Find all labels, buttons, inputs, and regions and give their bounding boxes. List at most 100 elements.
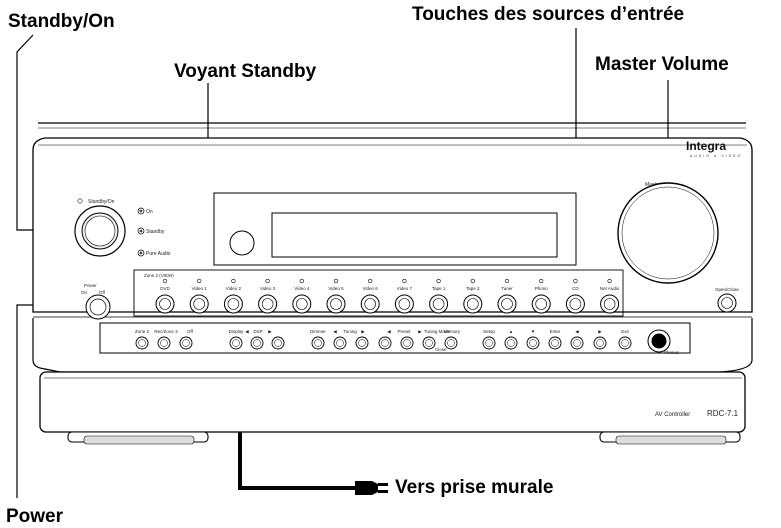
lower-button-label: Tuning bbox=[343, 329, 357, 334]
lower-button-label: ◀ bbox=[333, 329, 337, 334]
source-label: Net Audio bbox=[600, 286, 620, 291]
lower-button-label: Tuning Mode bbox=[424, 329, 451, 334]
callout-voyant-standby: Voyant Standby bbox=[174, 61, 317, 82]
source-led bbox=[573, 278, 578, 284]
lower-button-label: Off bbox=[187, 329, 194, 334]
open-close-button[interactable] bbox=[717, 293, 737, 313]
source-led bbox=[368, 278, 373, 284]
lower-button-label: Exit bbox=[621, 329, 629, 334]
callout-standby-on: Standby/On bbox=[8, 11, 115, 32]
source-label: Video 6 bbox=[363, 286, 379, 291]
lower-button-label: ◀ bbox=[387, 329, 391, 334]
source-label: Video 5 bbox=[328, 286, 344, 291]
standby-on-button[interactable] bbox=[74, 205, 126, 257]
led-on-label: On bbox=[146, 209, 153, 215]
source-led bbox=[436, 278, 441, 284]
source-button-tuner[interactable]: Tuner bbox=[497, 278, 517, 314]
source-led bbox=[299, 278, 304, 284]
lower-button[interactable] bbox=[526, 336, 540, 350]
open-close-label: Open/Close bbox=[715, 287, 739, 292]
source-button-dvd[interactable]: DVD bbox=[155, 278, 175, 314]
source-label: Tape 1 bbox=[432, 286, 446, 291]
lower-button[interactable] bbox=[593, 336, 607, 350]
source-led bbox=[333, 278, 339, 284]
source-button-tape-1[interactable]: Tape 1 bbox=[429, 278, 449, 314]
lower-button[interactable] bbox=[378, 336, 392, 350]
lower-button-label: Rec/Zone 3 bbox=[154, 329, 178, 334]
lower-button-label: ▼ bbox=[531, 329, 535, 334]
source-label: Video 3 bbox=[260, 286, 276, 291]
lower-button[interactable] bbox=[444, 336, 458, 350]
source-button-net-audio[interactable]: Net Audio bbox=[600, 278, 620, 314]
phones-jack[interactable] bbox=[647, 329, 671, 353]
lower-button[interactable] bbox=[548, 336, 562, 350]
lower-button-label: Memory bbox=[444, 329, 461, 334]
source-led bbox=[504, 278, 510, 284]
source-button-tape-2[interactable]: Tape 2 bbox=[463, 278, 483, 314]
lower-button[interactable] bbox=[422, 336, 436, 350]
lower-button-label: Dimmer bbox=[310, 329, 326, 334]
source-label: Tape 2 bbox=[466, 286, 480, 291]
master-volume-knob[interactable] bbox=[617, 182, 719, 284]
brand-logo: Integra bbox=[686, 139, 726, 153]
callout-touches-sources: Touches des sources d’entrée bbox=[412, 4, 684, 25]
power-on-label: On bbox=[81, 290, 88, 295]
lower-button[interactable] bbox=[333, 336, 347, 350]
pure-audio-button[interactable] bbox=[137, 249, 145, 257]
source-label: Video 1 bbox=[192, 286, 208, 291]
lower-button-label: ▶ bbox=[268, 329, 272, 334]
lower-button-label: ▶ bbox=[598, 329, 602, 334]
lower-button[interactable] bbox=[271, 336, 285, 350]
remote-sensor bbox=[229, 230, 255, 256]
source-led bbox=[231, 278, 236, 284]
source-button-phono[interactable]: Phono bbox=[531, 278, 551, 314]
source-button-video-5[interactable]: Video 5 bbox=[326, 278, 346, 314]
source-label: Video 2 bbox=[226, 286, 242, 291]
lower-button[interactable] bbox=[618, 336, 632, 350]
lower-button-label: Setup bbox=[483, 329, 495, 334]
lower-button-label: ▶ bbox=[361, 329, 365, 334]
callout-power: Power bbox=[6, 506, 64, 527]
lower-button[interactable] bbox=[179, 336, 193, 350]
lower-button[interactable] bbox=[504, 336, 518, 350]
power-button[interactable] bbox=[85, 294, 111, 320]
lower-button-label: DSP bbox=[253, 329, 262, 334]
source-button-video-4[interactable]: Video 4 bbox=[292, 278, 312, 314]
standby-on-label: Standby/On bbox=[88, 199, 115, 205]
source-button-video-3[interactable]: Video 3 bbox=[258, 278, 278, 314]
source-button-video-7[interactable]: Video 7 bbox=[394, 278, 414, 314]
power-label: Power bbox=[84, 283, 97, 288]
model-prefix: AV Controller bbox=[655, 412, 690, 418]
lower-button[interactable] bbox=[250, 336, 264, 350]
source-label: Tuner bbox=[501, 286, 513, 291]
lower-button-label: Zone 2 bbox=[135, 329, 150, 334]
source-button-video-2[interactable]: Video 2 bbox=[223, 278, 243, 314]
lower-button[interactable] bbox=[482, 336, 496, 350]
source-button-video-6[interactable]: Video 6 bbox=[360, 278, 380, 314]
lower-button-label: ◀ bbox=[245, 329, 249, 334]
lower-button-label: Preset bbox=[397, 329, 411, 334]
lower-button[interactable] bbox=[400, 336, 414, 350]
callout-vers-prise: Vers prise murale bbox=[395, 477, 553, 498]
lower-button-label: ▲ bbox=[509, 329, 513, 334]
source-button-cd[interactable]: CD bbox=[565, 278, 585, 314]
source-button-video-1[interactable]: Video 1 bbox=[189, 278, 209, 314]
source-buttons: DVD Video 1 Video 2 Video 3 Video 4 Video 5 Vi… bbox=[155, 278, 620, 314]
receiver-chassis bbox=[32, 122, 753, 445]
lower-button[interactable] bbox=[311, 336, 325, 350]
source-led bbox=[197, 278, 202, 284]
led-on-indicator bbox=[137, 207, 145, 215]
lower-button[interactable] bbox=[570, 336, 584, 350]
source-led bbox=[470, 278, 475, 284]
lower-button[interactable] bbox=[157, 336, 171, 350]
lower-button[interactable] bbox=[229, 336, 243, 350]
callout-master-volume: Master Volume bbox=[595, 54, 729, 75]
close-label: Close bbox=[435, 347, 447, 352]
lower-button[interactable] bbox=[135, 336, 149, 350]
source-led bbox=[402, 278, 407, 284]
source-label: Video 4 bbox=[294, 286, 310, 291]
lower-button[interactable] bbox=[355, 336, 369, 350]
lower-button-label: ◀ bbox=[575, 329, 579, 334]
source-buttons-frame bbox=[133, 269, 624, 317]
